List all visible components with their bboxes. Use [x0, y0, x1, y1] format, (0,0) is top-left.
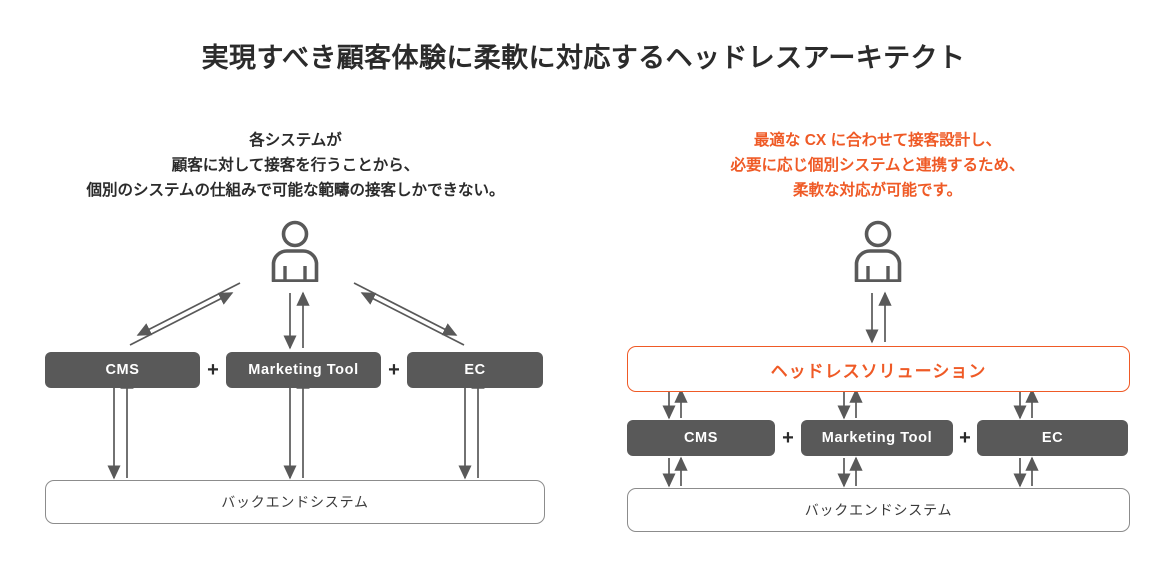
caption-line: 顧客に対して接客を行うことから、: [171, 157, 420, 174]
headless-solution-box[interactable]: ヘッドレスソリューション: [627, 346, 1130, 392]
system-box-ec[interactable]: EC: [407, 352, 543, 388]
page-title: 実現すべき顧客体験に柔軟に対応するヘッドレスアーキテクト: [201, 43, 966, 73]
system-box-marketing-tool[interactable]: Marketing Tool: [801, 420, 953, 456]
left-panel: 各システムが 顧客に対して接客を行うことから、 個別のシステムの仕組みで可能な範…: [18, 120, 573, 540]
caption-line: 各システムが: [249, 132, 342, 149]
left-panel-caption: 各システムが 顧客に対して接客を行うことから、 個別のシステムの仕組みで可能な範…: [18, 128, 573, 203]
plus-separator: +: [207, 358, 219, 381]
right-panel-caption: 最適な CX に合わせて接客設計し、 必要に応じ個別システムと連携するため、 柔…: [600, 128, 1155, 203]
right-panel: 最適な CX に合わせて接客設計し、 必要に応じ個別システムと連携するため、 柔…: [600, 120, 1155, 540]
person-icon: [850, 220, 906, 283]
caption-line: 個別のシステムの仕組みで可能な範疇の接客しかできない。: [86, 182, 505, 199]
person-icon: [267, 220, 323, 283]
system-box-cms[interactable]: CMS: [627, 420, 775, 456]
caption-line: 柔軟な対応が可能です。: [793, 182, 962, 199]
plus-separator: +: [782, 426, 794, 449]
caption-line: 必要に応じ個別システムと連携するため、: [730, 157, 1025, 174]
plus-separator: +: [388, 358, 400, 381]
backend-system-box[interactable]: バックエンドシステム: [627, 488, 1130, 532]
plus-separator: +: [959, 426, 971, 449]
system-box-ec[interactable]: EC: [977, 420, 1128, 456]
caption-line: 最適な CX に合わせて接客設計し、: [753, 132, 1002, 149]
system-box-marketing-tool[interactable]: Marketing Tool: [226, 352, 381, 388]
system-box-cms[interactable]: CMS: [45, 352, 200, 388]
backend-system-box[interactable]: バックエンドシステム: [45, 480, 545, 524]
